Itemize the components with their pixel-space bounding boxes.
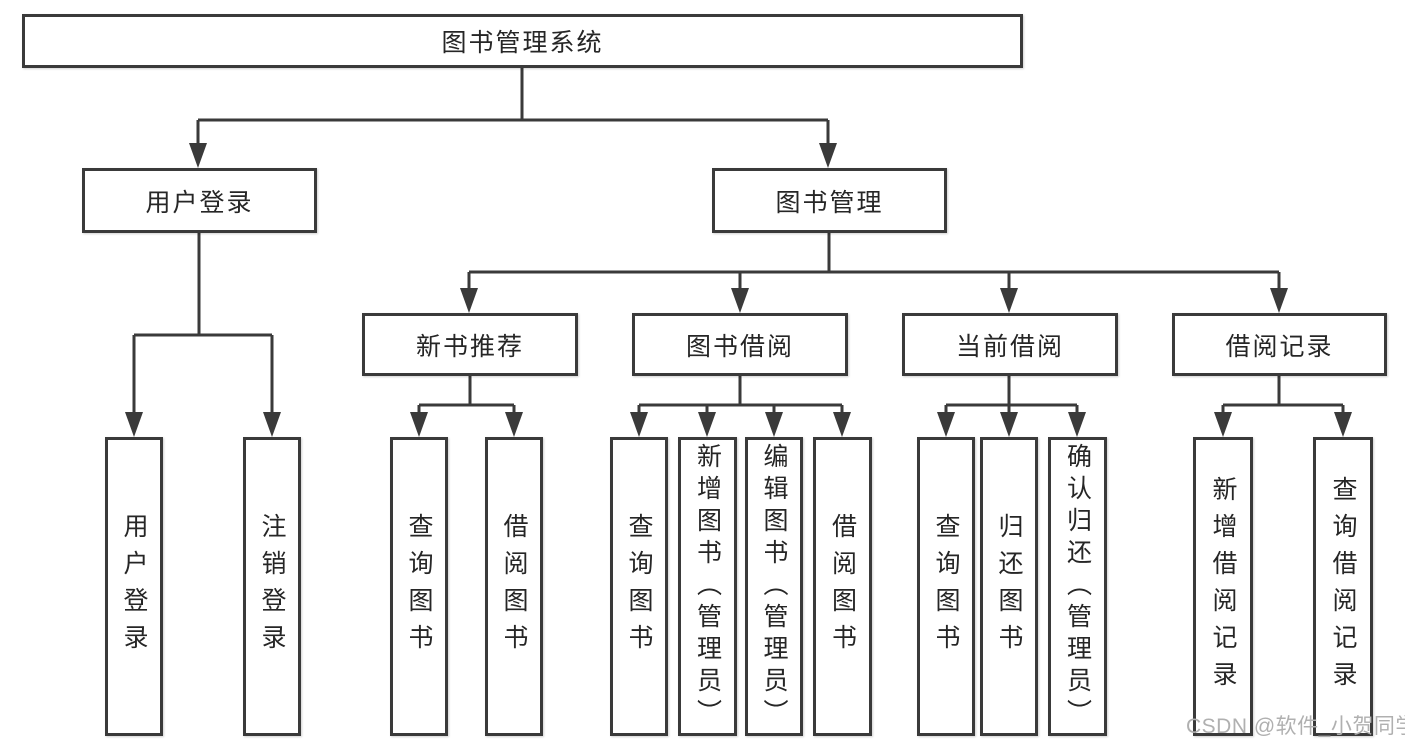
connector-new-book-rec-to-leaves bbox=[410, 376, 523, 437]
node-current-borrow: 当前借阅 bbox=[902, 313, 1118, 376]
leaf-query-books-borrow: 查询图书 bbox=[610, 437, 668, 736]
connector-book-mgmt-to-level3 bbox=[460, 233, 1288, 313]
connector-book-borrow-to-leaves bbox=[630, 376, 851, 437]
connector-borrow-records-to-leaves bbox=[1214, 376, 1352, 437]
leaf-query-books-current: 查询图书 bbox=[917, 437, 975, 736]
leaf-user-login: 用户登录 bbox=[105, 437, 163, 736]
connector-user-login-to-leaves bbox=[125, 233, 281, 437]
leaf-add-borrow-record: 新增借阅记录 bbox=[1193, 437, 1253, 736]
leaf-return-books: 归还图书 bbox=[980, 437, 1038, 736]
leaf-borrow-books: 借阅图书 bbox=[813, 437, 872, 736]
node-book-management: 图书管理 bbox=[712, 168, 947, 233]
leaf-confirm-return-admin: 确认归还（管理员） bbox=[1048, 437, 1107, 736]
leaf-edit-books-admin: 编辑图书（管理员） bbox=[745, 437, 803, 736]
node-user-login: 用户登录 bbox=[82, 168, 317, 233]
node-root-system: 图书管理系统 bbox=[22, 14, 1023, 68]
csdn-watermark: CSDN @软件_小贺同学 bbox=[1186, 715, 1405, 738]
connector-current-borrow-to-leaves bbox=[937, 376, 1086, 437]
leaf-borrow-books-recommend: 借阅图书 bbox=[485, 437, 543, 736]
node-new-book-recommend: 新书推荐 bbox=[362, 313, 578, 376]
node-book-borrow: 图书借阅 bbox=[632, 313, 848, 376]
leaf-query-books-recommend: 查询图书 bbox=[390, 437, 448, 736]
leaf-query-borrow-record: 查询借阅记录 bbox=[1313, 437, 1373, 736]
node-borrow-records: 借阅记录 bbox=[1172, 313, 1387, 376]
leaf-add-books-admin: 新增图书（管理员） bbox=[678, 437, 737, 736]
leaf-logout: 注销登录 bbox=[243, 437, 301, 736]
connector-root-to-level2 bbox=[189, 68, 837, 168]
